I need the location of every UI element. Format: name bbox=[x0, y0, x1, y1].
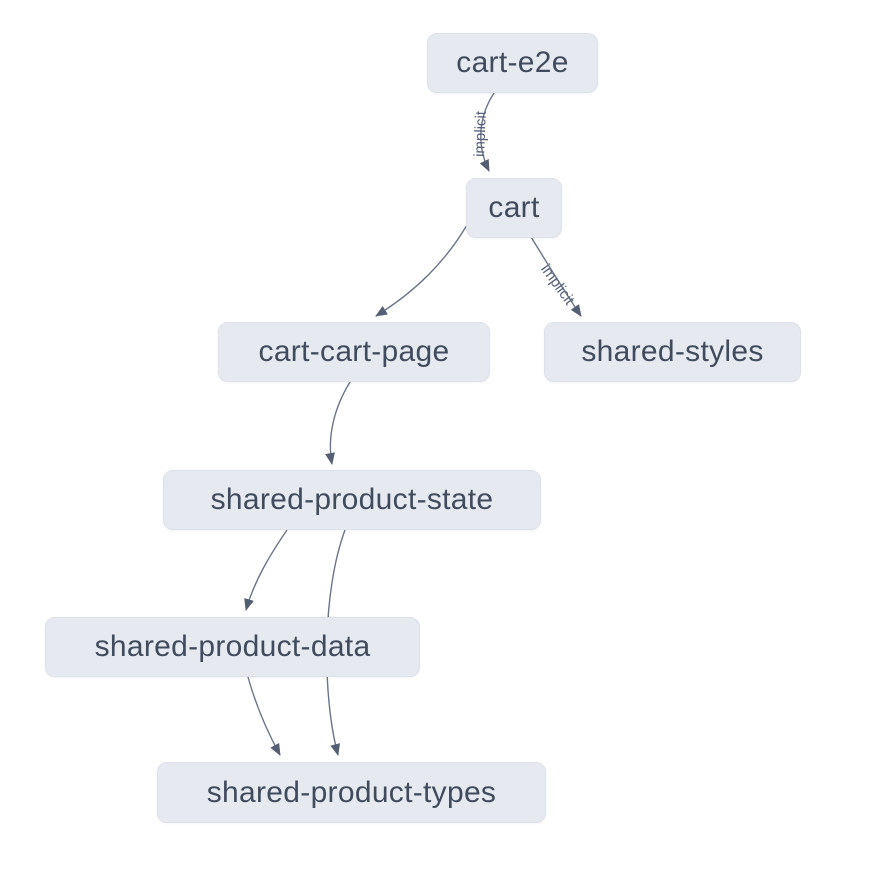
edge-cart-cart-page-to-shared-product-state bbox=[325, 381, 351, 465]
graph-node-cart-cart-page[interactable]: cart-cart-page bbox=[218, 322, 490, 382]
node-label: shared-styles bbox=[581, 335, 764, 368]
graph-node-shared-product-types[interactable]: shared-product-types bbox=[157, 762, 546, 823]
node-label: shared-product-data bbox=[94, 630, 371, 663]
node-label: shared-product-state bbox=[210, 483, 494, 516]
graph-node-cart-e2e[interactable]: cart-e2e bbox=[427, 33, 598, 93]
edge-shared-product-state-to-shared-product-data bbox=[244, 529, 288, 611]
edge-cart-to-cart-cart-page bbox=[375, 224, 468, 317]
edge-cart-e2e-to-cart bbox=[479, 92, 495, 172]
edge-cart-to-shared-styles bbox=[530, 236, 582, 317]
node-label: shared-product-types bbox=[206, 775, 497, 809]
node-label: cart bbox=[488, 191, 540, 224]
graph-node-shared-product-data[interactable]: shared-product-data bbox=[45, 617, 420, 677]
edge-shared-product-data-to-shared-product-types bbox=[247, 676, 281, 756]
graph-node-cart[interactable]: cart bbox=[466, 178, 562, 238]
node-label: cart-e2e bbox=[456, 46, 569, 79]
edge-label-cart-e2e-to-cart: implicit bbox=[471, 110, 490, 157]
graph-node-shared-styles[interactable]: shared-styles bbox=[544, 322, 801, 382]
graph-node-shared-product-state[interactable]: shared-product-state bbox=[163, 470, 541, 530]
node-label: cart-cart-page bbox=[258, 335, 450, 368]
